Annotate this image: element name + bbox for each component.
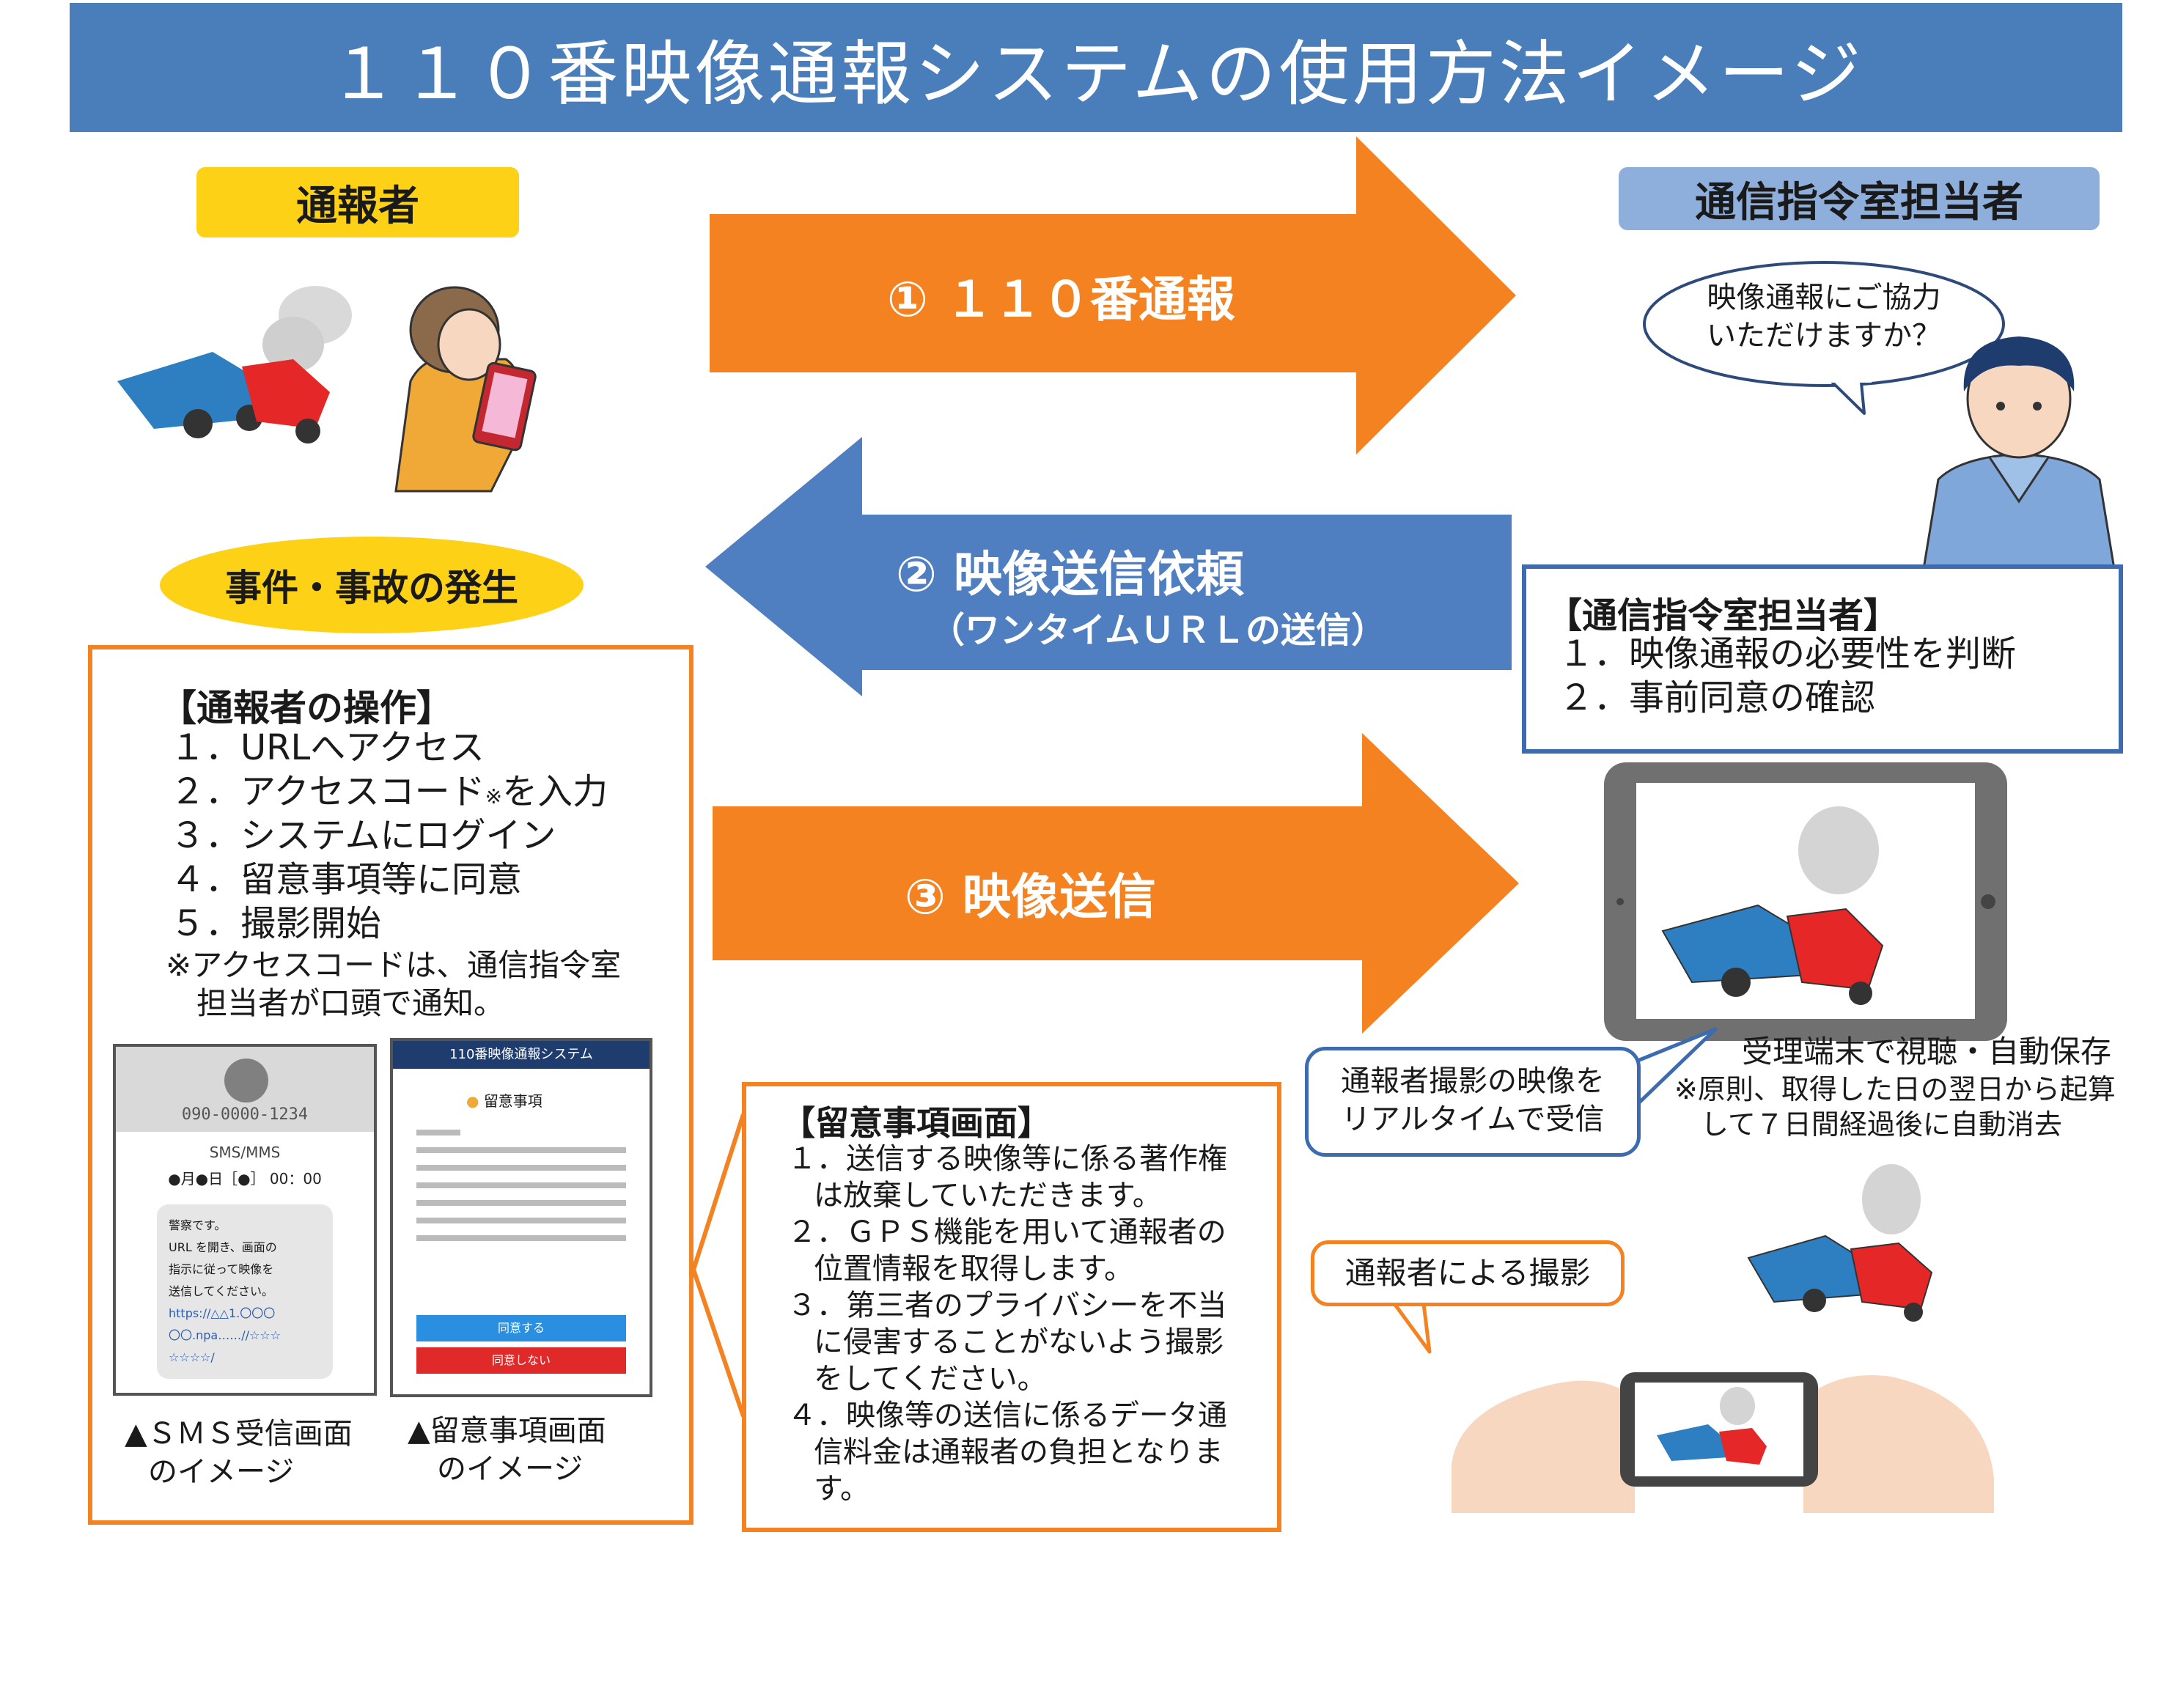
- notice-title: ● 留意事項: [466, 1092, 542, 1110]
- receiving-tablet: [1604, 762, 2007, 1041]
- receive-bubble: 通報者撮影の映像を リアルタイムで受信: [1305, 1047, 1641, 1157]
- sms-link[interactable]: https://△△1.〇〇〇: [169, 1306, 276, 1320]
- incident-label: 事件・事故の発生: [160, 537, 584, 633]
- sms-screen-mockup: 090-0000-1234 SMS/MMS ●月●日［●］ 00：00 警察です…: [113, 1044, 377, 1396]
- reporter-label: 通報者: [196, 167, 519, 238]
- operator-task-box: [1522, 564, 2123, 754]
- arrow-video-request: [705, 437, 1512, 696]
- notice-callout-pointer: [691, 1113, 746, 1417]
- disagree-button[interactable]: 同意しない: [416, 1347, 626, 1374]
- sms-type: SMS/MMS: [209, 1144, 281, 1161]
- reporter-illustration: [117, 286, 537, 493]
- reporter-ops-item: １．URLへアクセス: [170, 727, 485, 768]
- page-title: １１０番映像通報システムの使用方法イメージ: [328, 32, 1864, 115]
- sms-date: ●月●日［●］ 00：00: [168, 1170, 322, 1188]
- notice-box-title: 【留意事項画面】: [781, 1103, 1051, 1143]
- reporter-ops-item: ５．撮影開始: [170, 903, 382, 944]
- operator-task-item: ２．事前同意の確認: [1559, 677, 1876, 718]
- operator-task-item: １．映像通報の必要性を判断: [1559, 633, 2017, 674]
- hands-smartphone-illustration: [1452, 1372, 1994, 1513]
- arrow-110-call: [710, 136, 1516, 454]
- reporter-ops-note: 担当者が口頭で通知。: [196, 985, 505, 1021]
- reporter-ops-title: 【通報者の操作】: [160, 687, 453, 729]
- reporter-ops-item: ４．留意事項等に同意: [170, 859, 523, 900]
- contact-avatar-icon: [224, 1059, 268, 1103]
- operator-task-title: 【通信指令室担当者】: [1547, 595, 1899, 636]
- sms-message-bubble: 警察です。 URL を開き、画面の 指示に従って映像を 送信してください。 ht…: [157, 1204, 333, 1379]
- arrow-110-call-label: ① １１０番通報: [887, 271, 1235, 328]
- reporter-ops-item: ２．アクセスコード※を入力: [170, 771, 608, 812]
- arrow-video-send: [713, 733, 1519, 1034]
- shoot-bubble-pointer: [1383, 1290, 1432, 1354]
- arrow-video-send-label: ③ 映像送信: [905, 869, 1156, 925]
- shoot-bubble: 通報者による撮影: [1311, 1240, 1625, 1306]
- notice-bullet-icon: ●: [466, 1092, 479, 1110]
- notice-box: [742, 1082, 1281, 1532]
- arrow-video-request-label: ② 映像送信依頼: [896, 546, 1244, 603]
- operator-speech-text: 映像通報にご協力 いただけますか？: [1707, 281, 1941, 353]
- notice-text-placeholder: [416, 1130, 626, 1241]
- notice-box-lines: １．送信する映像等に係る著作権 は放棄していただきます。 ２．ＧＰＳ機能を用いて…: [787, 1142, 1227, 1506]
- operator-label: 通信指令室担当者: [1619, 167, 2100, 230]
- operator-illustration: [1922, 336, 2116, 570]
- reporter-ops-item: ３．システムにログイン: [170, 815, 556, 856]
- crash-illustration: [1747, 1164, 1933, 1322]
- sms-caption: ▲ＳＭＳ受信画面 のイメージ: [125, 1417, 353, 1489]
- notice-screen-mockup: 110番映像通報システム ● 留意事項 同意する 同意しない: [390, 1038, 652, 1397]
- receive-note: 受理端末で視聴・自動保存 ※原則、取得した日の翌日から起算 して７日間経過後に自…: [1674, 1034, 2116, 1141]
- sms-header: 090-0000-1234: [116, 1047, 374, 1132]
- notice-caption: ▲留意事項画面 のイメージ: [408, 1414, 606, 1486]
- title-bar: [70, 3, 2122, 132]
- sms-phone-number: 090-0000-1234: [181, 1105, 309, 1124]
- notice-header: 110番映像通報システム: [393, 1041, 650, 1069]
- arrow-video-request-sub: （ワンタイムＵＲＬの送信）: [930, 610, 1387, 651]
- operator-speech-bubble: [1643, 261, 2005, 415]
- agree-button[interactable]: 同意する: [416, 1315, 626, 1341]
- reporter-ops-note: ※アクセスコードは、通信指令室: [166, 947, 622, 983]
